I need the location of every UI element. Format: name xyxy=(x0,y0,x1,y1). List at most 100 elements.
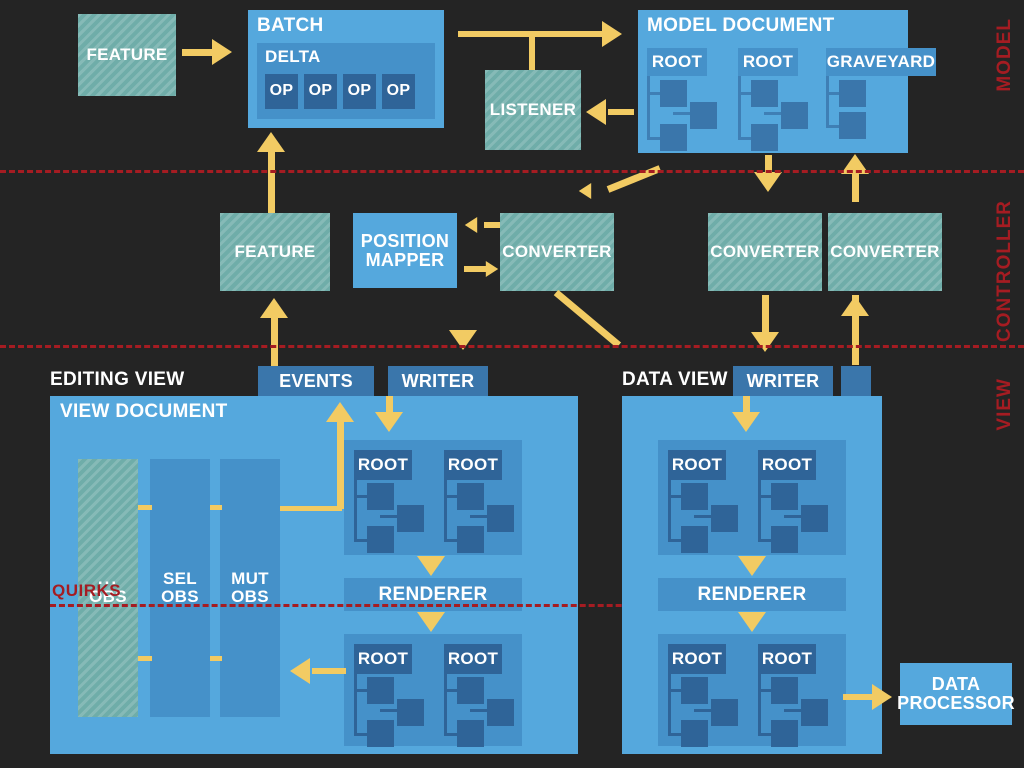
batch-label: BATCH xyxy=(257,15,324,36)
arrow-data-renderer-to-dom-head xyxy=(738,612,766,632)
converter-data-up-box[interactable]: CONVERTER xyxy=(828,213,942,291)
editing-lower-root-tab[interactable]: ROOT xyxy=(354,644,412,674)
observer-label-line2: OBS xyxy=(231,587,269,606)
model-document-box[interactable]: MODEL DOCUMENT ROOT ROOT GRAVEY xyxy=(638,10,936,153)
editing-lower-root-tab[interactable]: ROOT xyxy=(444,644,502,674)
view-document-box[interactable]: VIEW DOCUMENT ... OBS SEL OBS MUT OBS xyxy=(50,396,578,754)
editing-upper-root-tree xyxy=(354,480,436,553)
arrow-mapper-to-converter-body xyxy=(464,266,486,272)
data-lower-root-tab[interactable]: ROOT xyxy=(758,644,816,674)
arrow-tree-to-renderer-head xyxy=(417,556,445,576)
model-graveyard-label: GRAVEYARD xyxy=(826,52,936,72)
arrow-dom-to-data-processor-head xyxy=(872,684,892,710)
data-renderer-box[interactable]: RENDERER xyxy=(658,578,846,611)
arrow-obs-to-events-body xyxy=(337,421,344,509)
arrow-renderer-to-dom-head xyxy=(417,612,445,632)
arrow-feature-to-batch-head xyxy=(212,39,232,65)
arrow-converter-to-mapper-body xyxy=(484,222,506,228)
converter-data-up-label: CONVERTER xyxy=(830,242,940,262)
position-mapper-box[interactable]: POSITION MAPPER xyxy=(353,213,457,288)
op-chip[interactable]: OP xyxy=(304,74,337,109)
arrow-batch-to-model-head xyxy=(602,21,622,47)
model-feature-box[interactable]: FEATURE xyxy=(78,14,176,96)
op-label: OP xyxy=(386,82,411,100)
arrow-data-converter-to-model-body xyxy=(852,172,859,202)
arrow-model-to-data-converter-head xyxy=(754,172,782,192)
op-label: OP xyxy=(269,82,294,100)
model-root-label: ROOT xyxy=(651,52,703,72)
editing-upper-root-tab[interactable]: ROOT xyxy=(444,450,502,480)
data-view-document-box[interactable]: ROOT ROOT xyxy=(622,396,882,754)
model-graveyard-tab[interactable]: GRAVEYARD xyxy=(826,48,936,76)
data-lower-root-tree xyxy=(758,674,840,747)
position-mapper-label-line2: MAPPER xyxy=(365,249,445,270)
observer-connector xyxy=(210,505,222,510)
observer-connector xyxy=(138,656,152,661)
editing-view-caption: EDITING VIEW xyxy=(50,369,185,390)
data-processor-label-line2: PROCESSOR xyxy=(897,693,1015,713)
converter-data-down-box[interactable]: CONVERTER xyxy=(708,213,822,291)
data-upper-root-tab[interactable]: ROOT xyxy=(668,450,726,480)
model-root-tab[interactable]: ROOT xyxy=(647,48,707,76)
data-upper-root-tree xyxy=(758,480,840,553)
delta-box[interactable]: DELTA OP OP OP OP xyxy=(257,43,435,119)
arrow-writer-to-tree-body xyxy=(386,396,393,418)
root-label: ROOT xyxy=(761,649,813,669)
data-writer-tab[interactable]: WRITER xyxy=(733,366,833,396)
model-root-tab[interactable]: ROOT xyxy=(738,48,798,76)
editing-upper-root-tab[interactable]: ROOT xyxy=(354,450,412,480)
model-root-label: ROOT xyxy=(742,52,794,72)
arrow-data-converter-to-model-head xyxy=(841,154,869,174)
op-chip[interactable]: OP xyxy=(382,74,415,109)
divider-controller-view xyxy=(0,345,1024,348)
listener-label: LISTENER xyxy=(489,100,577,120)
converter-editing-label: CONVERTER xyxy=(502,242,612,262)
root-label: ROOT xyxy=(671,455,723,475)
editing-events-tab[interactable]: EVENTS xyxy=(258,366,374,396)
editing-upper-tree-container[interactable]: ROOT ROOT xyxy=(344,440,522,555)
controller-feature-box[interactable]: FEATURE xyxy=(220,213,330,291)
listener-box[interactable]: LISTENER xyxy=(485,70,581,150)
arrow-events-to-feature-body xyxy=(271,316,278,366)
band-label-view: VIEW xyxy=(994,378,1015,431)
editing-renderer-label: RENDERER xyxy=(378,583,488,605)
converter-editing-box[interactable]: CONVERTER xyxy=(500,213,614,291)
data-upper-root-tree xyxy=(668,480,750,553)
op-list: OP OP OP OP xyxy=(265,74,415,109)
data-lower-tree-container[interactable]: ROOT ROOT xyxy=(658,634,846,747)
model-graveyard-tree xyxy=(826,76,906,148)
op-chip[interactable]: OP xyxy=(343,74,376,109)
op-chip[interactable]: OP xyxy=(265,74,298,109)
arrow-branch-to-listener xyxy=(529,34,535,70)
observer-box-mutation[interactable]: MUT OBS xyxy=(220,459,280,717)
observer-connector xyxy=(210,656,222,661)
data-processor-box[interactable]: DATA PROCESSOR xyxy=(897,663,1015,725)
observer-label-line2: OBS xyxy=(161,587,199,606)
editing-lower-root-tree xyxy=(444,674,526,747)
arrow-writer-to-tree-head xyxy=(375,412,403,432)
data-upper-tree-container[interactable]: ROOT ROOT xyxy=(658,440,846,555)
arrow-dom-to-observers-body xyxy=(312,668,346,674)
editing-writer-tab[interactable]: WRITER xyxy=(388,366,488,396)
data-lower-root-tab[interactable]: ROOT xyxy=(668,644,726,674)
data-writer-tab-label: WRITER xyxy=(746,370,820,391)
observer-box-selection[interactable]: SEL OBS xyxy=(150,459,210,717)
editing-events-tab-label: EVENTS xyxy=(279,370,353,391)
quirks-label: QUIRKS xyxy=(52,581,122,600)
root-label: ROOT xyxy=(447,649,499,669)
position-mapper-label-line1: POSITION xyxy=(360,230,450,251)
data-renderer-label: RENDERER xyxy=(697,583,807,605)
arrow-feature-to-batch-up-body xyxy=(268,152,275,272)
root-label: ROOT xyxy=(761,455,813,475)
batch-box[interactable]: BATCH DELTA OP OP OP OP xyxy=(248,10,444,128)
arrow-converter-to-mapper-head xyxy=(464,216,478,234)
editing-lower-tree-container[interactable]: ROOT ROOT xyxy=(344,634,522,747)
observer-box-generic[interactable]: ... OBS xyxy=(78,459,138,717)
data-extra-tab[interactable] xyxy=(841,366,871,396)
data-upper-root-tab[interactable]: ROOT xyxy=(758,450,816,480)
band-label-model: MODEL xyxy=(994,18,1015,92)
controller-feature-label: FEATURE xyxy=(234,242,316,262)
editing-lower-root-tree xyxy=(354,674,436,747)
root-label: ROOT xyxy=(671,649,723,669)
